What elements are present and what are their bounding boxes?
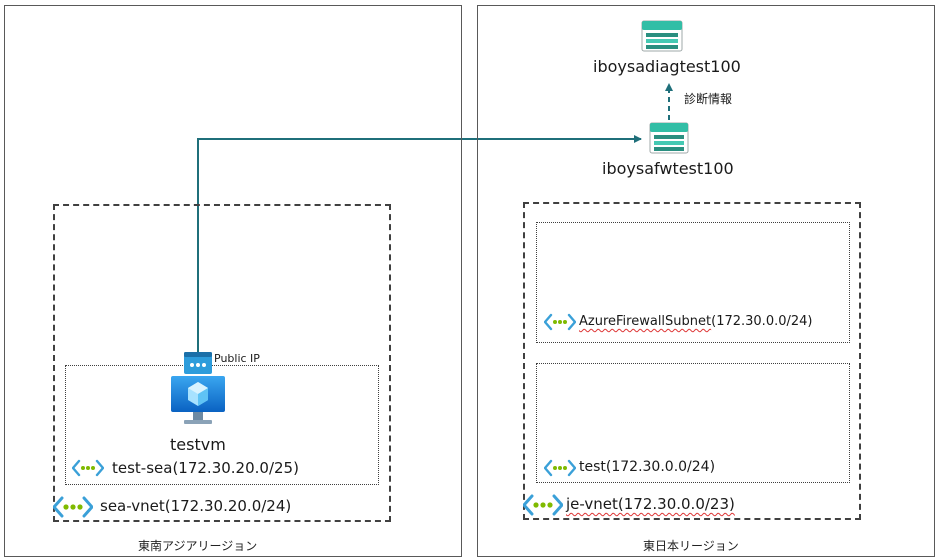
diag-storage-label: iboysadiagtest100 [593, 57, 741, 76]
diagnostics-arrow-label: 診断情報 [684, 92, 733, 106]
subnet-icon [544, 313, 576, 331]
subnet-icon [72, 459, 104, 477]
azure-firewall-subnet-name: AzureFirewallSubnet [579, 314, 712, 329]
test-subnet-cidr: (172.30.0.0/24) [605, 459, 716, 475]
virtual-network-icon [523, 494, 563, 516]
virtual-machine-icon [171, 376, 225, 424]
test-sea-subnet-box [65, 365, 379, 485]
test-subnet-name: test [579, 459, 606, 475]
azure-firewall-subnet-cidr: (172.30.0.0/24) [711, 314, 813, 329]
vm-label: testvm [170, 435, 226, 454]
test-subnet-label: test(172.30.0.0/24) [579, 459, 715, 475]
je-vnet-label: je-vnet(172.30.0.0/23) [566, 495, 735, 513]
azure-firewall-subnet-label: AzureFirewallSubnet(172.30.0.0/24) [579, 314, 812, 329]
azure-firewall-subnet-box [536, 222, 850, 343]
storage-account-icon [649, 122, 689, 154]
japan-east-region-label: 東日本リージョン [643, 539, 739, 553]
sea-vnet-box [53, 204, 391, 522]
firewall-storage-label: iboysafwtest100 [602, 159, 734, 178]
je-vnet-box [523, 202, 861, 520]
public-ip-label: Public IP [214, 352, 260, 365]
virtual-network-icon [53, 496, 93, 518]
sea-vnet-label: sea-vnet(172.30.20.0/24) [100, 497, 292, 515]
public-ip-icon [184, 352, 212, 374]
test-sea-subnet-label: test-sea(172.30.20.0/25) [112, 459, 299, 477]
test-subnet-box [536, 363, 850, 483]
japan-east-region [477, 5, 935, 557]
storage-account-icon [641, 20, 683, 52]
vm-to-firewall-connector [197, 135, 642, 352]
subnet-icon [544, 459, 576, 477]
southeast-asia-region-label: 東南アジアリージョン [138, 539, 258, 553]
southeast-asia-region [4, 5, 462, 557]
